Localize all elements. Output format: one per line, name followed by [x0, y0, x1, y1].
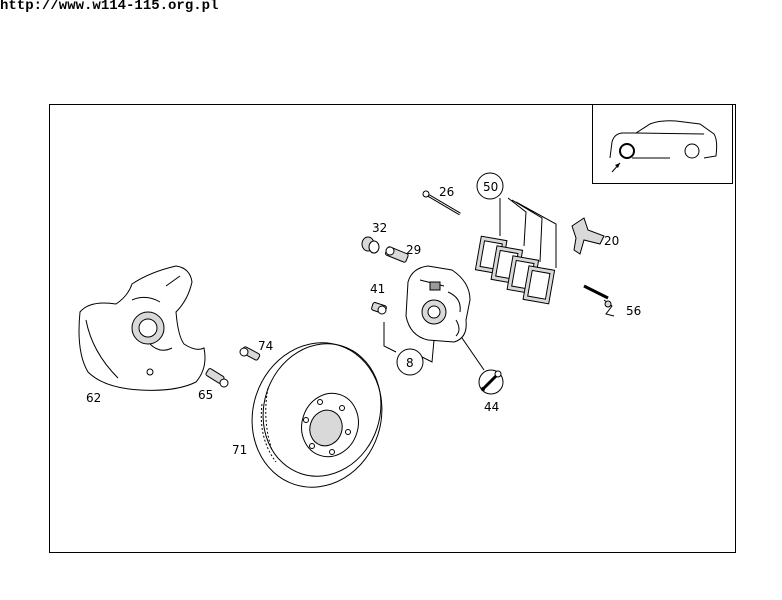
diagram-frame: [49, 104, 736, 553]
bleeder-valve-29: [385, 246, 409, 263]
label-26: 26: [439, 185, 454, 199]
wrench-icon: [481, 370, 502, 391]
label-44: 44: [484, 400, 499, 414]
label-62: 62: [86, 391, 101, 405]
label-8: 8: [406, 356, 414, 370]
wear-sensor-56: [583, 284, 615, 317]
page-url: http://www.w114-115.org.pl: [0, 0, 219, 14]
label-56: 56: [626, 304, 641, 318]
brake-disc-71: [251, 342, 383, 488]
callout-circle-50: [476, 172, 504, 200]
callout-circle-8: [396, 348, 424, 376]
bolt-74: [239, 346, 261, 361]
label-29: 29: [406, 243, 421, 257]
guide-pin-26: [422, 190, 461, 216]
label-32: 32: [372, 221, 387, 235]
caliper-leader-8: [383, 322, 435, 363]
cap-32: [361, 236, 380, 254]
brake-caliper: [405, 265, 471, 343]
label-74: 74: [258, 339, 273, 353]
label-71: 71: [232, 443, 247, 457]
bolt-41: [371, 302, 387, 315]
label-41: 41: [370, 282, 385, 296]
brake-pad-set-50: [474, 197, 557, 305]
car-side-front-wheel-icon: [609, 120, 718, 173]
label-65: 65: [198, 388, 213, 402]
label-50: 50: [483, 180, 498, 194]
spring-clip-20: [571, 217, 605, 255]
locator-inset: [592, 104, 733, 184]
steering-knuckle-62: [78, 265, 206, 391]
label-20: 20: [604, 234, 619, 248]
bolt-65: [205, 368, 229, 388]
tool-44: [461, 337, 504, 395]
